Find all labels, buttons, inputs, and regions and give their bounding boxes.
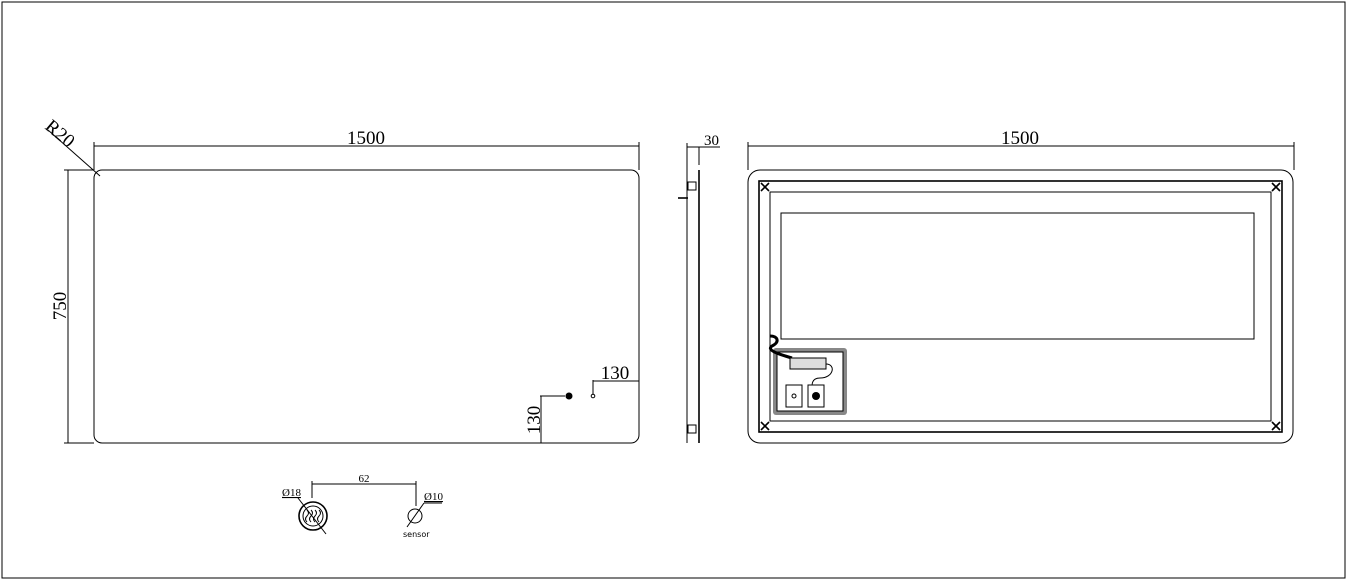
frame-inner [769, 191, 1272, 422]
width-dimension: 1500 [347, 128, 385, 149]
sensor-diameter: Ø10 [424, 491, 443, 503]
depth-dimension: 30 [704, 133, 719, 149]
back-outline [747, 169, 1294, 444]
sensor-dot [590, 393, 596, 399]
back-view: 1500 [747, 128, 1295, 444]
switch-detail: 62 Ø18 Ø10 sensor [282, 473, 443, 539]
height-dimension: 750 [50, 292, 71, 321]
corner-radius-dimension: R20 [41, 116, 79, 152]
touch-switch-dot [565, 392, 573, 400]
front-view: 1500 750 R20 130 130 [41, 116, 640, 444]
frame-outer [758, 180, 1283, 433]
sensor-label: sensor [403, 530, 430, 539]
mirror-outline [93, 169, 640, 444]
switch-connector [785, 384, 803, 408]
touch-switch-diameter: Ø18 [282, 487, 301, 499]
sensor-icon [407, 508, 423, 524]
led-panel [780, 212, 1255, 340]
power-cable [769, 334, 793, 360]
spacing-dimension: 62 [359, 473, 370, 485]
side-view: 30 [678, 133, 720, 443]
sensor-offset-y-dimension: 130 [524, 406, 545, 435]
driver [789, 357, 827, 370]
sensor-offset-x-dimension: 130 [601, 363, 630, 384]
touch-switch-icon [298, 501, 328, 531]
back-width-dimension: 1500 [1001, 128, 1039, 149]
